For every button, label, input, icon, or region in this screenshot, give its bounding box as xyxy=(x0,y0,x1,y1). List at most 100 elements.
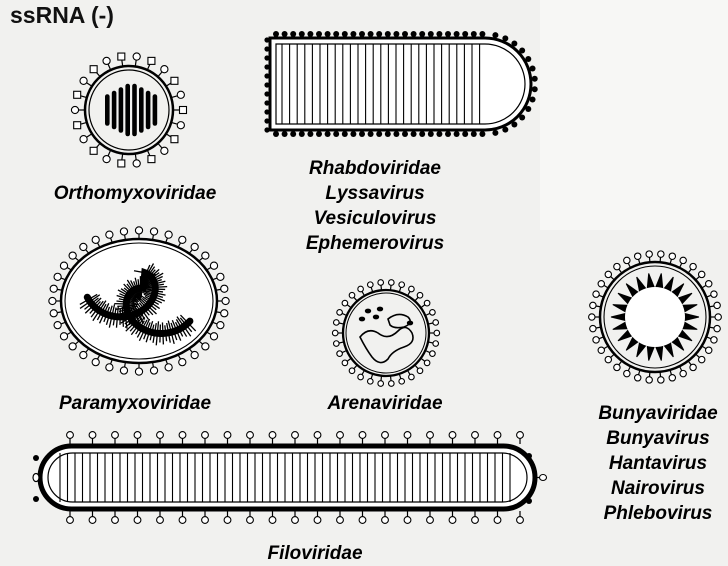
spike-knob xyxy=(378,381,384,387)
spike-stalk xyxy=(166,83,171,86)
label-lyssavirus: Lyssavirus xyxy=(290,181,460,206)
glycoprotein-knob xyxy=(333,31,339,37)
spike-stalk xyxy=(354,365,357,369)
spike-stalk xyxy=(189,250,192,254)
spike-knob xyxy=(221,310,228,317)
spike-stalk xyxy=(381,376,382,381)
envelope xyxy=(343,290,429,376)
spike-knob xyxy=(711,337,717,343)
spike-knob xyxy=(157,517,164,524)
spike-knob xyxy=(368,282,374,288)
spike-stalk xyxy=(158,143,162,148)
spike-knob xyxy=(134,432,141,439)
glycoprotein-knob xyxy=(264,64,269,69)
spike-knob xyxy=(191,351,198,358)
spike-knob xyxy=(699,271,705,277)
spike-knob xyxy=(349,292,355,298)
spike-knob xyxy=(430,351,436,357)
spike-knob xyxy=(614,364,620,370)
glycoprotein-knob xyxy=(385,131,391,137)
spike-stalk xyxy=(158,72,162,77)
nucleocapsid-segment xyxy=(146,91,151,130)
spike-knob xyxy=(680,370,686,376)
spike-knob xyxy=(67,432,74,439)
spike-stalk xyxy=(86,348,89,352)
glycoprotein-knob xyxy=(511,121,517,127)
spike-knob xyxy=(605,271,611,277)
glycoprotein-knob xyxy=(502,35,508,41)
spike-knob xyxy=(472,432,479,439)
glycoprotein-knob xyxy=(454,31,460,37)
spike-knob xyxy=(210,333,217,340)
glycoprotein-knob xyxy=(368,31,374,37)
spike-knob xyxy=(342,300,348,306)
spike-knob xyxy=(202,343,209,350)
end-knob xyxy=(526,453,532,459)
glycoprotein-knob xyxy=(525,106,531,112)
spike-knob xyxy=(433,320,439,326)
spike-knob xyxy=(80,136,87,143)
spike-knob xyxy=(711,291,717,297)
spike-knob xyxy=(179,517,186,524)
spike-knob xyxy=(334,320,340,326)
spike-knob xyxy=(337,351,343,357)
glycoprotein-knob xyxy=(436,131,442,137)
label-paramyxoviridae: Paramyxoviridae xyxy=(40,391,230,416)
spike-knob xyxy=(427,432,434,439)
spike-knob xyxy=(589,314,595,320)
spike-knob xyxy=(680,257,686,263)
spike-knob xyxy=(434,330,440,336)
spike-square xyxy=(90,147,97,154)
spike-knob xyxy=(60,262,67,269)
spike-knob xyxy=(89,432,96,439)
spike-knob xyxy=(69,252,76,259)
spike-knob xyxy=(106,231,113,238)
spike-knob xyxy=(669,375,675,381)
spike-knob xyxy=(202,517,209,524)
spike-knob xyxy=(699,356,705,362)
spike-knob xyxy=(494,517,501,524)
glycoprotein-knob xyxy=(419,131,425,137)
spike-knob xyxy=(658,251,664,257)
glycoprotein-knob xyxy=(264,91,269,96)
spike-stalk xyxy=(87,83,92,86)
spike-knob xyxy=(112,517,119,524)
label-ephemerovirus: Ephemerovirus xyxy=(290,231,460,256)
glycoprotein-knob xyxy=(445,131,451,137)
spike-knob xyxy=(409,286,415,292)
spike-knob xyxy=(417,292,423,298)
glycoprotein-knob xyxy=(519,114,525,120)
spike-stalk xyxy=(212,278,217,280)
spike-knob xyxy=(161,147,168,154)
spike-knob xyxy=(359,517,366,524)
spike-stalk xyxy=(390,376,391,381)
spike-knob xyxy=(133,160,140,167)
glycoprotein-knob xyxy=(411,31,417,37)
label-hantavirus: Hantavirus xyxy=(588,451,728,476)
spike-knob xyxy=(690,364,696,370)
spike-stalk xyxy=(189,348,192,352)
paramyxoviridae-virion xyxy=(49,227,229,375)
page-title: ssRNA (-) xyxy=(10,2,114,29)
end-knob xyxy=(526,498,532,504)
glycoprotein-knob xyxy=(532,76,538,82)
spike-knob xyxy=(269,517,276,524)
spike-knob xyxy=(706,347,712,353)
spike-knob xyxy=(120,367,127,374)
spike-stalk xyxy=(199,258,203,261)
spike-knob xyxy=(635,375,641,381)
glycoprotein-knob xyxy=(530,66,536,72)
label-bunyavirus: Bunyavirus xyxy=(588,426,728,451)
glycoprotein-knob xyxy=(264,73,269,78)
spike-square xyxy=(171,136,178,143)
glycoprotein-knob xyxy=(273,131,279,137)
end-knob xyxy=(540,475,547,481)
spike-knob xyxy=(593,291,599,297)
spike-knob xyxy=(269,432,276,439)
spike-knob xyxy=(222,297,229,304)
spike-knob xyxy=(359,432,366,439)
glycoprotein-knob xyxy=(525,56,531,62)
spike-knob xyxy=(80,243,87,250)
glycoprotein-knob xyxy=(333,131,339,137)
spike-knob xyxy=(404,517,411,524)
